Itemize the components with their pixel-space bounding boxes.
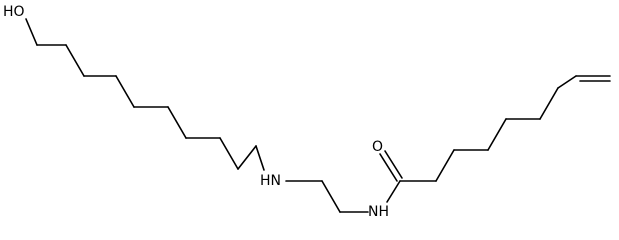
chemical-structure: HO HN NH O [3, 4, 611, 220]
hydroxyl-label: HO [3, 4, 25, 20]
atom-labels: HO HN NH O [3, 4, 389, 220]
bond-d6-d7 [557, 75, 577, 89]
bond-co-right [384, 150, 403, 179]
bond-d3-d4 [487, 118, 507, 151]
bond-d5-d6 [539, 87, 559, 120]
bond-d1-d2 [435, 149, 455, 182]
bond-co-left [379, 153, 398, 182]
bond-c6-c7 [167, 106, 187, 139]
bond-c9-c10 [237, 145, 257, 170]
amine-label: HN [260, 173, 281, 189]
bond-nh-carbonyl [386, 180, 401, 203]
bond-c8-c9 [219, 137, 239, 170]
carbonyl-oxygen-label: O [372, 139, 383, 155]
bond-c10-hn [255, 145, 265, 171]
bonds [25, 18, 611, 213]
bond-c4-c5 [115, 75, 135, 108]
bond-ho-c1 [25, 18, 38, 46]
bond-c2-c3 [65, 44, 85, 77]
bond-ca-cb [321, 180, 341, 213]
amide-nitrogen-label: NH [368, 204, 389, 220]
